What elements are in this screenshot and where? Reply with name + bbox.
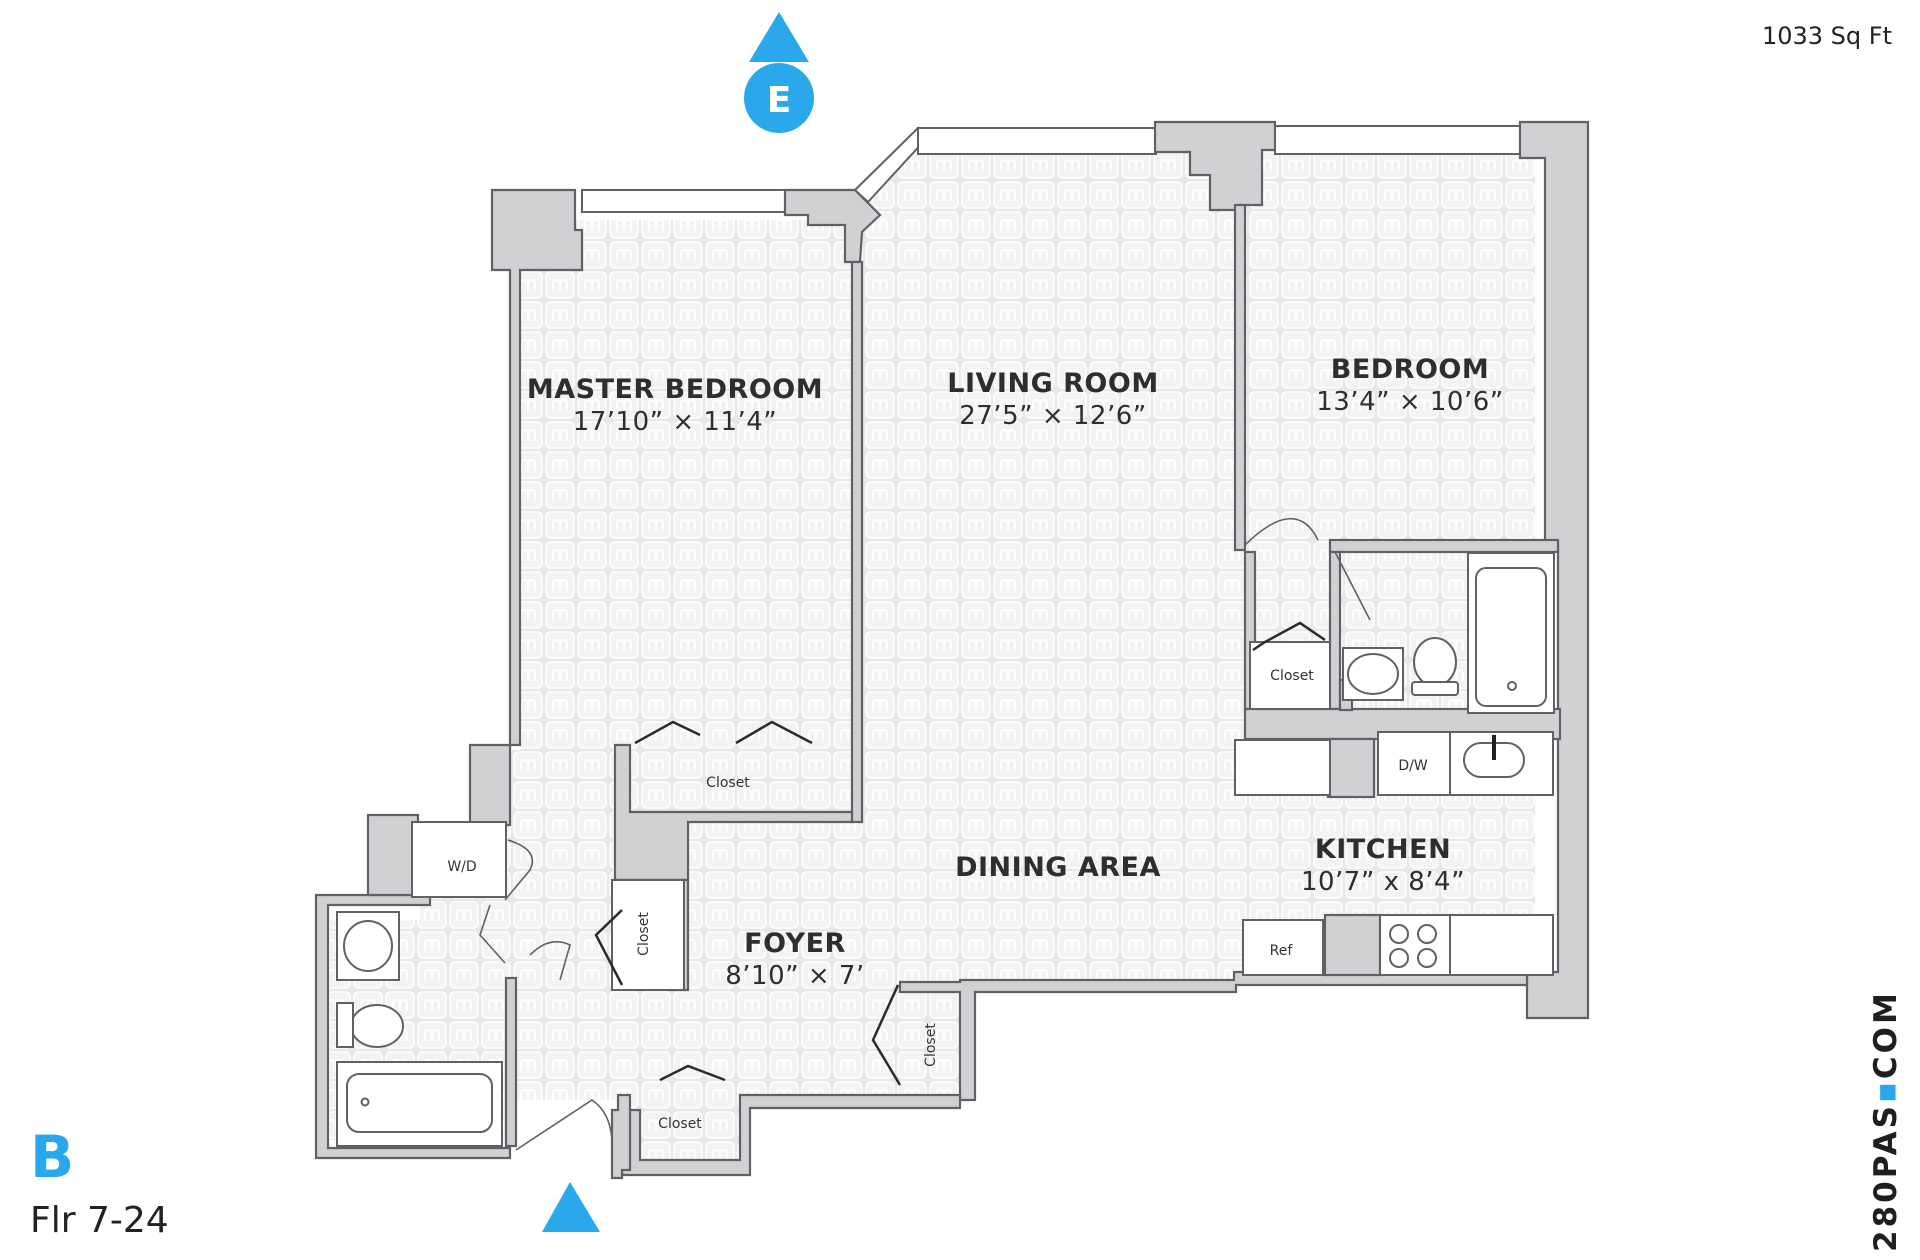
compass-letter: E — [766, 79, 792, 121]
dining-area-name: DINING AREA — [955, 852, 1161, 883]
brand-suffix: COM — [1868, 990, 1904, 1080]
living-room-dims: 27’5” × 12’6” — [959, 401, 1147, 431]
living-room-name: LIVING ROOM — [947, 368, 1158, 399]
brand-logo: 280PAS▪COM — [1868, 990, 1908, 1252]
square-footage: 1033 Sq Ft — [1761, 22, 1892, 50]
dishwasher-label: D/W — [1398, 758, 1427, 774]
unit-letter: B — [30, 1123, 75, 1191]
master-bedroom-name: MASTER BEDROOM — [527, 374, 823, 405]
foyer-closet-label: Closet — [658, 1116, 702, 1132]
kitchen-dims: 10’7” x 8’4” — [1301, 867, 1465, 897]
room-labels: MASTER BEDROOM 17’10” × 11’4” LIVING ROO… — [527, 354, 1504, 991]
brand-dot: ▪ — [1868, 1079, 1904, 1104]
bedroom-closet-label: Closet — [1270, 668, 1314, 684]
bedroom-name: BEDROOM — [1331, 354, 1490, 385]
master-closet-label: Closet — [706, 775, 750, 791]
foyer-name: FOYER — [744, 928, 846, 959]
refrigerator-label: Ref — [1270, 943, 1294, 959]
washer-dryer-label: W/D — [447, 859, 476, 875]
walls — [314, 120, 1590, 1180]
fixtures — [336, 552, 1555, 1147]
entrance-arrow-icon — [542, 1182, 600, 1232]
doors — [479, 517, 1371, 1151]
kitchen-name: KITCHEN — [1315, 834, 1451, 865]
bedroom-dims: 13’4” × 10’6” — [1316, 387, 1504, 417]
foyer-dims: 8’10” × 7’ — [725, 961, 864, 991]
brand-prefix: 280PAS — [1868, 1103, 1904, 1252]
fixture-labels: Closet Closet Closet Closet Closet W/D D… — [447, 668, 1427, 1132]
entry-closet-label: Closet — [923, 1023, 939, 1067]
floor-range: Flr 7-24 — [30, 1200, 169, 1241]
compass-icon — [744, 12, 814, 133]
master-bedroom-dims: 17’10” × 11’4” — [573, 407, 778, 437]
hall-closet-label: Closet — [636, 912, 652, 956]
